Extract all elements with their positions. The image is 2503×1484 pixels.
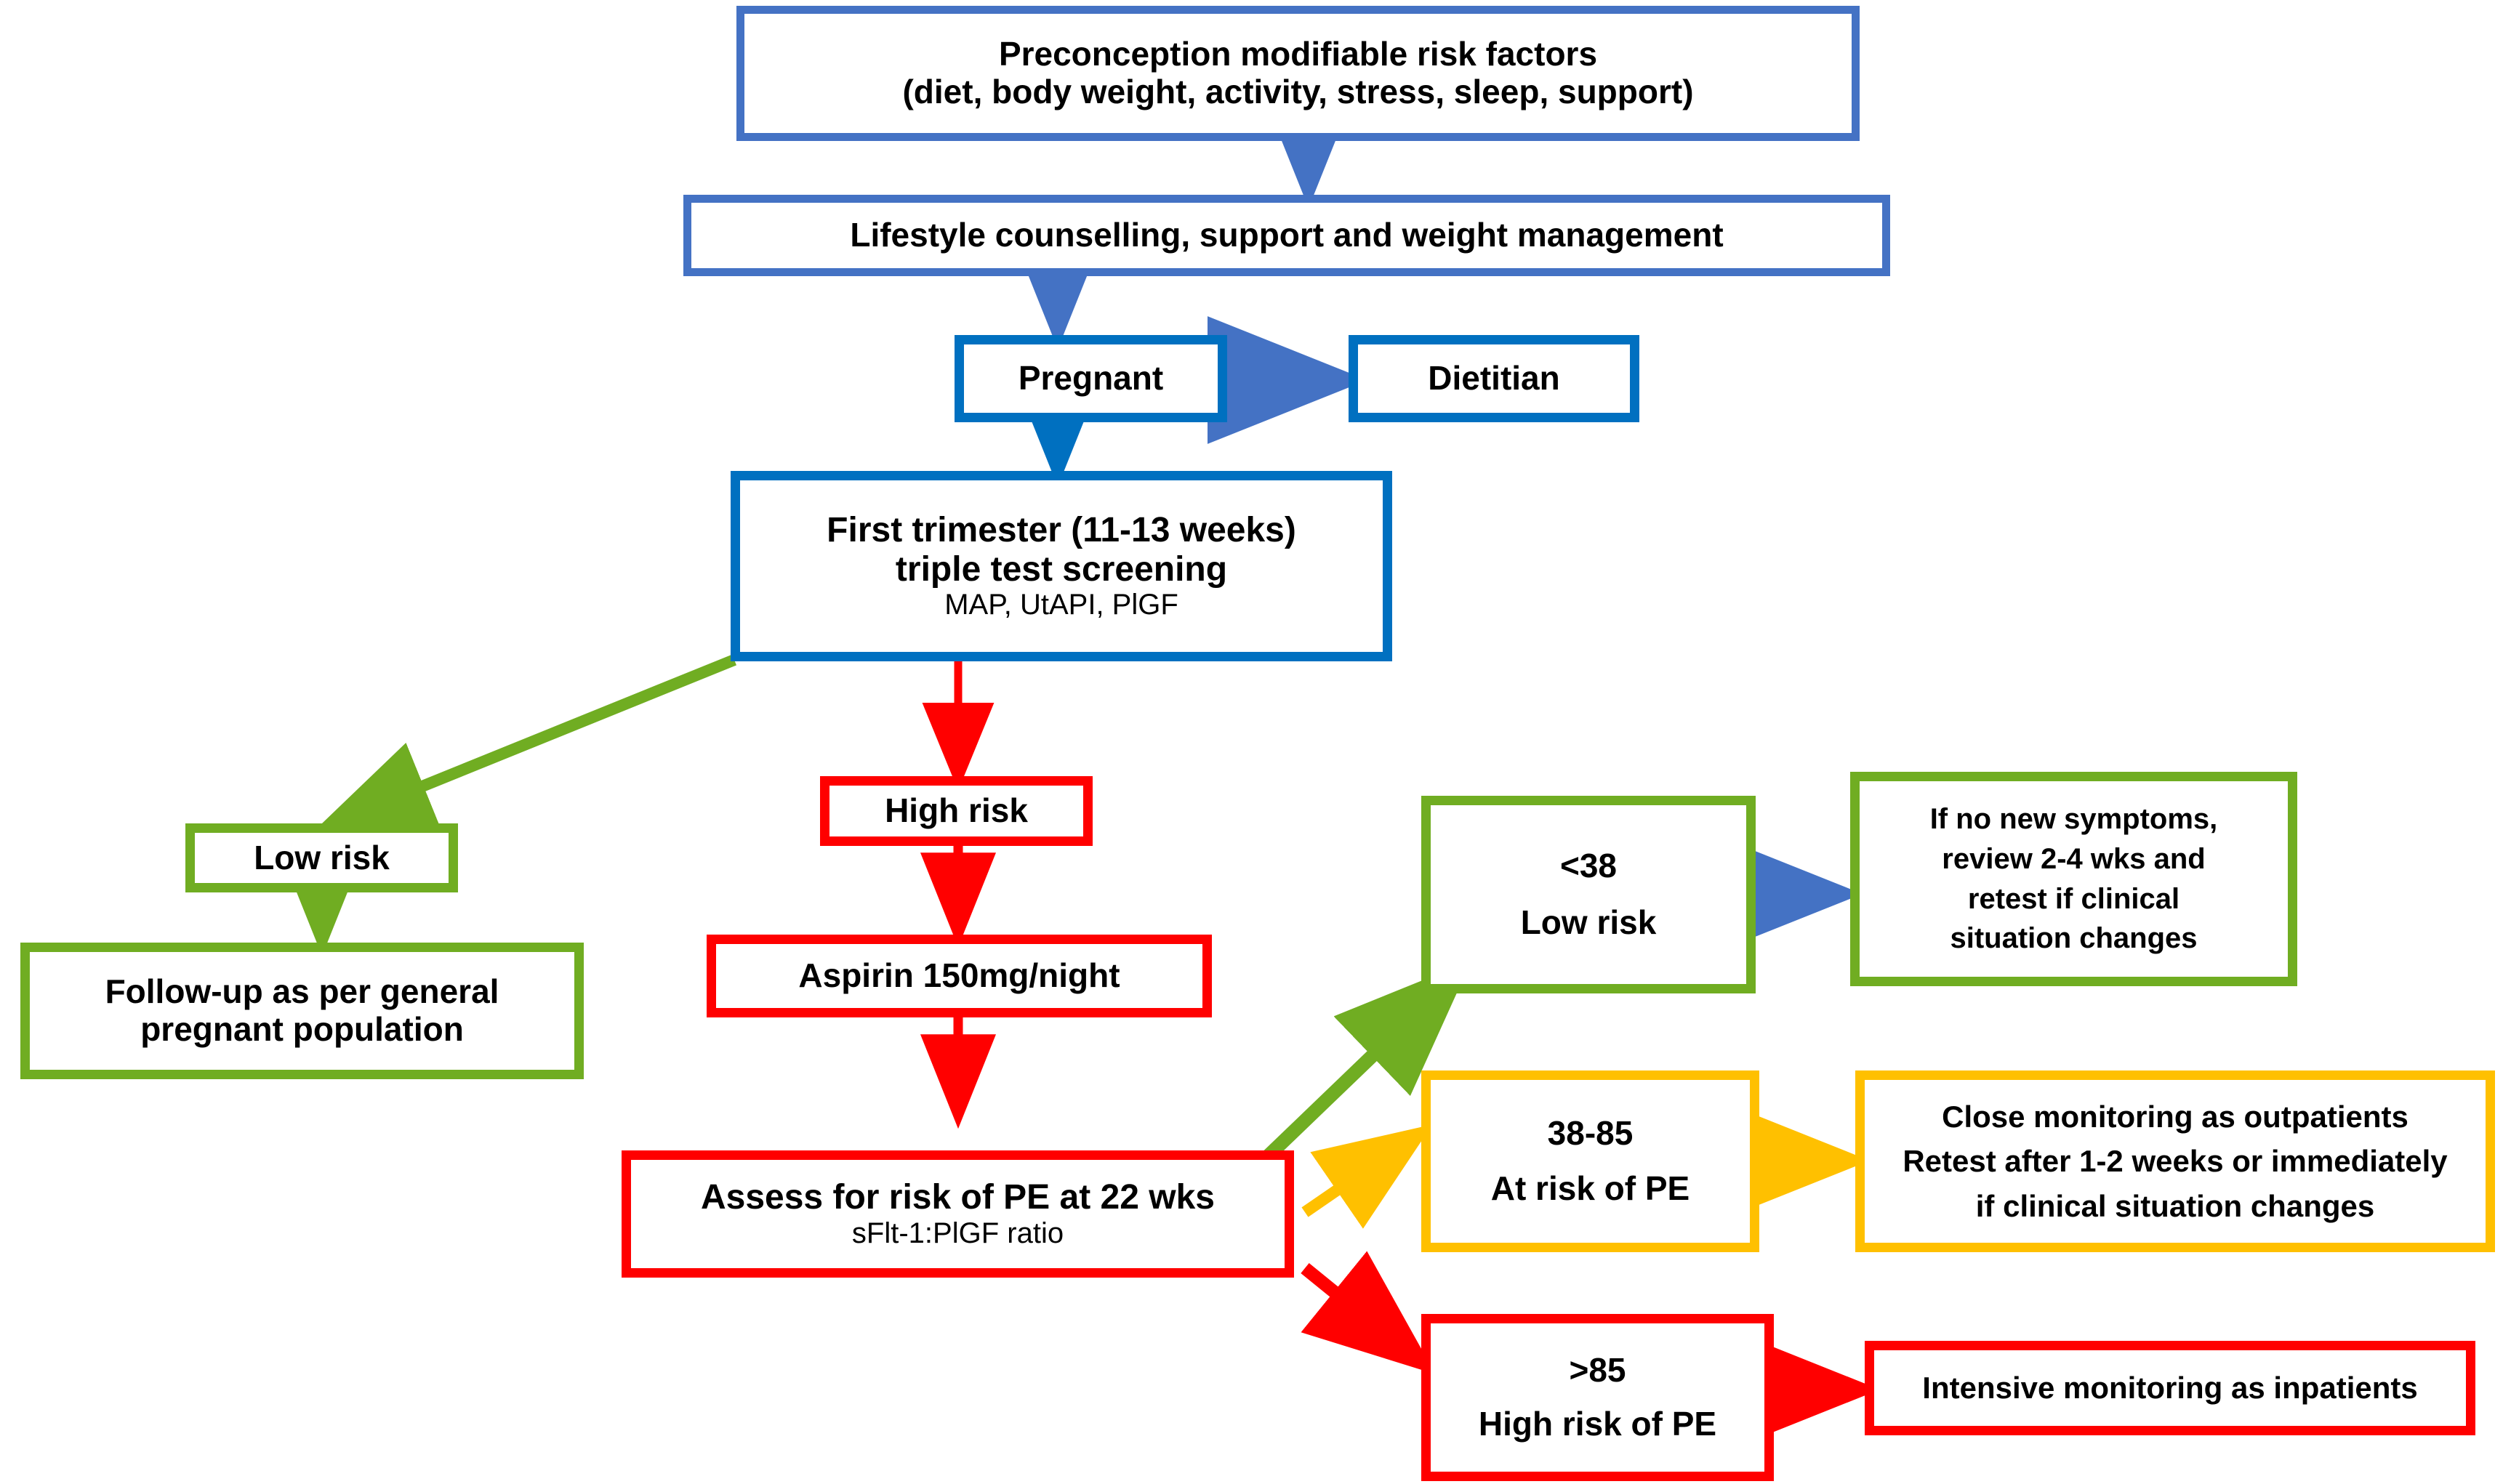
node-ratio-low-action[interactable]: If no new symptoms, review 2-4 wks and r… <box>1850 772 2297 986</box>
node-high-risk-line1: High risk <box>885 791 1028 830</box>
node-ratio-high-line2: High risk of PE <box>1478 1405 1717 1443</box>
node-ratio-low-action-line4: situation changes <box>1950 922 2198 955</box>
node-first-trimester-line2: triple test screening <box>895 549 1228 589</box>
node-preconception-line1: Preconception modifiable risk factors <box>998 35 1598 73</box>
node-assess-pe-line1: Assess for risk of PE at 22 wks <box>700 1178 1215 1217</box>
node-first-trimester-sub: MAP, UtAPI, PlGF <box>944 589 1178 621</box>
node-aspirin-line1: Aspirin 150mg/night <box>798 956 1120 995</box>
node-aspirin[interactable]: Aspirin 150mg/night <box>707 935 1212 1017</box>
node-ratio-high-action[interactable]: Intensive monitoring as inpatients <box>1865 1341 2475 1435</box>
node-ratio-low[interactable]: <38 Low risk <box>1421 796 1756 993</box>
node-lifestyle-line1: Lifestyle counselling, support and weigh… <box>850 216 1724 254</box>
node-ratio-high-action-line1: Intensive monitoring as inpatients <box>1922 1371 2418 1406</box>
node-ratio-low-action-line3: retest if clinical <box>1967 882 2180 915</box>
node-preconception-line2: (diet, body weight, activity, stress, sl… <box>902 73 1694 110</box>
node-pregnant-line1: Pregnant <box>1018 359 1164 398</box>
node-dietitian-line1: Dietitian <box>1428 359 1560 398</box>
node-followup-general-population[interactable]: Follow-up as per general pregnant popula… <box>20 943 584 1079</box>
node-first-trimester-line1: First trimester (11-13 weeks) <box>827 510 1296 549</box>
node-dietitian[interactable]: Dietitian <box>1349 335 1639 422</box>
node-ratio-high[interactable]: >85 High risk of PE <box>1421 1314 1774 1481</box>
node-pregnant[interactable]: Pregnant <box>955 335 1227 422</box>
node-ratio-mid-action-line2: Retest after 1-2 weeks or immediately <box>1903 1144 2448 1179</box>
node-ratio-low-action-line2: review 2-4 wks and <box>1942 842 2206 875</box>
node-ratio-mid-action-line1: Close monitoring as outpatients <box>1942 1100 2408 1134</box>
node-ratio-mid-line2: At risk of PE <box>1490 1169 1690 1207</box>
edge-assess-pe-to-ratio-high <box>1301 1251 1436 1374</box>
edge-assess-pe-to-ratio-low <box>1263 960 1472 1161</box>
node-low-risk-line1: Low risk <box>254 838 390 876</box>
node-low-risk[interactable]: Low risk <box>185 823 458 892</box>
node-assess-pe-sub: sFlt-1:PlGF ratio <box>851 1217 1064 1249</box>
node-high-risk[interactable]: High risk <box>820 776 1093 846</box>
node-followup-line1: Follow-up as per general <box>105 972 499 1011</box>
node-preconception[interactable]: Preconception modifiable risk factors (d… <box>736 6 1860 141</box>
node-first-trimester-screening[interactable]: First trimester (11-13 weeks) triple tes… <box>731 471 1392 661</box>
node-ratio-high-line1: >85 <box>1569 1351 1626 1390</box>
node-ratio-low-line2: Low risk <box>1520 903 1657 941</box>
node-ratio-low-line1: <38 <box>1559 847 1618 885</box>
edge-assess-pe-to-ratio-mid <box>1301 1124 1433 1229</box>
node-followup-line2: pregnant population <box>140 1010 464 1048</box>
node-ratio-mid-action[interactable]: Close monitoring as outpatients Retest a… <box>1855 1070 2495 1252</box>
node-ratio-mid-action-line3: if clinical situation changes <box>1975 1188 2375 1223</box>
node-assess-pe-22wks[interactable]: Assess for risk of PE at 22 wks sFlt-1:P… <box>622 1150 1294 1278</box>
node-ratio-mid[interactable]: 38-85 At risk of PE <box>1421 1070 1759 1252</box>
node-lifestyle-counselling[interactable]: Lifestyle counselling, support and weigh… <box>683 195 1890 276</box>
node-ratio-low-action-line1: If no new symptoms, <box>1929 802 2218 835</box>
node-ratio-mid-line1: 38-85 <box>1547 1114 1634 1153</box>
edge-first-trimester-to-low-risk <box>316 654 737 830</box>
